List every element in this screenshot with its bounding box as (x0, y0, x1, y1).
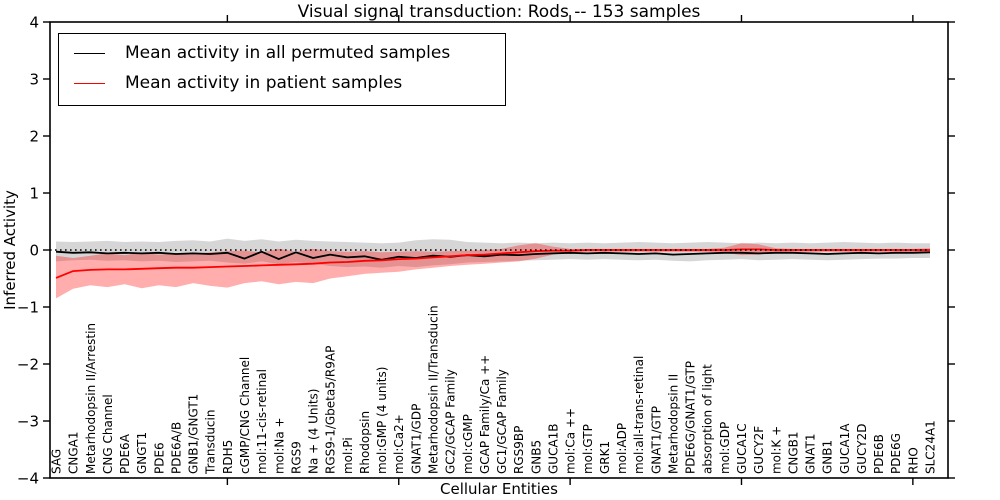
x-category-label: PDE6B (872, 434, 886, 474)
y-tick-label: −2 (17, 356, 39, 374)
x-category-label: GNGT1 (135, 432, 149, 474)
patient-line-swatch (74, 83, 105, 85)
x-category-label: GNAT1 (804, 433, 818, 474)
x-category-label: mol:Pi (341, 437, 355, 474)
patient-mean-line (55, 248, 930, 279)
x-category-label: CNGA1 (67, 432, 81, 475)
x-category-label: PDE6A (118, 433, 132, 474)
x-category-label: Transducin (204, 410, 218, 475)
x-category-label: GNB5 (529, 440, 543, 474)
x-category-label: mol:GDP (718, 422, 732, 474)
y-tick-label: 3 (29, 71, 39, 89)
x-category-label: PDE6G/GNAT1/GTP (684, 361, 698, 474)
y-tick-label: 0 (29, 242, 39, 260)
x-category-label: GUCA1C (735, 423, 749, 474)
permuted-mean-line (55, 250, 931, 261)
x-category-label: RHO (906, 447, 920, 474)
x-category-label: mol:GMP (4 units) (375, 367, 389, 474)
legend-item-patient: Mean activity in patient samples (74, 73, 495, 93)
y-tick-label: 2 (29, 128, 39, 146)
x-category-label: GRK1 (598, 441, 612, 474)
x-category-label: Metarhodopsin II (666, 374, 680, 474)
x-category-label: GUCA1A (838, 423, 852, 474)
x-category-label: mol:GTP (581, 424, 595, 474)
x-category-label: PDE6 (152, 442, 166, 474)
legend-label-patient: Mean activity in patient samples (125, 73, 403, 94)
x-category-label: GCAP Family/Ca ++ (478, 355, 492, 474)
x-category-label: CNGB1 (786, 431, 800, 474)
x-category-label: GUCY2D (855, 424, 869, 474)
x-category-label: PDE6G (889, 433, 903, 474)
legend-item-permuted: Mean activity in all permuted samples (74, 43, 495, 63)
x-category-label: GNB1/GNGT1 (187, 394, 201, 474)
x-category-label: SLC24A1 (924, 420, 938, 474)
x-category-label: SAG (50, 449, 64, 474)
x-category-label: GC2/GCAP Family (444, 369, 458, 474)
x-category-label: mol:cGMP (461, 414, 475, 474)
y-tick-label: 4 (29, 14, 39, 32)
x-category-label: mol:Ca ++ (564, 408, 578, 474)
y-tick-label: −1 (17, 299, 39, 317)
x-category-label: CNG Channel (101, 394, 115, 474)
x-category-label: Rhodopsin (358, 411, 372, 474)
x-category-label: RGS9-1/Gbeta5/R9AP (324, 346, 338, 474)
x-category-label: mol:Na + (272, 417, 286, 474)
y-tick-label: −3 (17, 413, 39, 431)
x-category-label: RDH5 (221, 440, 235, 474)
legend-label-permuted: Mean activity in all permuted samples (125, 43, 451, 63)
x-category-label: GNB1 (821, 440, 835, 474)
x-category-label: RGS9BP (512, 426, 526, 474)
x-category-label: GC1/GCAP Family (495, 369, 509, 474)
x-category-label: absorption of light (701, 364, 715, 474)
y-axis-label: Inferred Activity (1, 190, 19, 310)
x-category-label: Metarhodopsin II/Transducin (427, 305, 441, 474)
x-category-label: GUCA1B (546, 423, 560, 474)
x-category-label: cGMP/CNG Channel (238, 357, 252, 474)
x-axis-label: Cellular Entities (440, 480, 558, 498)
x-category-label: mol:ADP (615, 423, 629, 474)
x-category-label: mol:11-cis-retinal (255, 369, 269, 474)
x-category-label: GNAT1/GDP (409, 404, 423, 474)
y-tick-label: −4 (17, 470, 39, 488)
x-category-label: Metarhodopsin II/Arrestin (84, 323, 98, 474)
x-category-label: mol:K + (769, 426, 783, 474)
x-category-label: mol:Ca2+ (392, 414, 406, 474)
y-tick-label: 1 (29, 185, 39, 203)
x-category-label: mol:all-trans-retinal (632, 356, 646, 474)
x-category-label: GNAT1/GTP (649, 406, 663, 474)
x-category-label: Na + (4 Units) (307, 388, 321, 474)
x-category-label: RGS9 (289, 441, 303, 474)
x-category-label: PDE6A/B (169, 422, 183, 474)
x-category-label: GUCY2F (752, 426, 766, 474)
permuted-line-swatch (74, 52, 105, 54)
legend: Mean activity in all permuted samples Me… (58, 33, 506, 106)
